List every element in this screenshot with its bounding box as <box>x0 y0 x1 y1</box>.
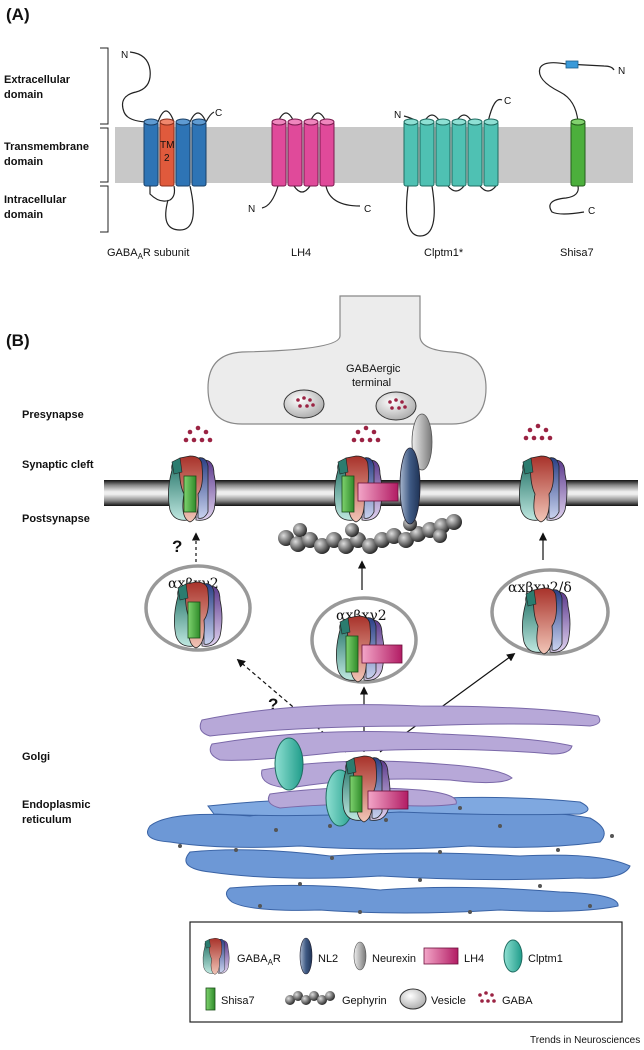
neurexin <box>411 413 433 471</box>
transport-vesicle-left: αxβxγ2 <box>144 564 252 652</box>
synaptic-vesicle-left <box>283 389 325 419</box>
gabaar-n-terminus: N <box>121 50 128 61</box>
gabaar-c-terminus: C <box>215 108 222 119</box>
tm2-number: 2 <box>164 153 170 164</box>
synaptic-receptor-right <box>519 455 568 523</box>
panel-b-label: (B) <box>6 331 30 350</box>
er-label: Endoplasmic reticulum <box>22 799 90 826</box>
intracellular-domain-label: Intracellular domain <box>4 194 67 221</box>
legend-gaba-label: GABA <box>502 995 533 1007</box>
svg-text:domain: domain <box>4 209 43 221</box>
legend-gabaar-label: GABAAR <box>237 953 281 967</box>
clptm1-topology: N C <box>394 96 511 237</box>
legend-gaba-icon <box>478 991 496 1003</box>
journal-credit: Trends in Neurosciences <box>530 1035 640 1046</box>
svg-text:Intracellular: Intracellular <box>4 194 67 206</box>
transmembrane-bracket <box>100 127 109 183</box>
shisa7-label: Shisa7 <box>560 247 594 259</box>
svg-text:Extracellular: Extracellular <box>4 74 71 86</box>
nl2 <box>399 447 421 525</box>
legend-lh4-label: LH4 <box>464 953 484 965</box>
legend-gephyrin-label: Gephyrin <box>342 995 387 1007</box>
lh4-c-terminus: C <box>364 204 371 215</box>
shisa7-topology: N C <box>538 60 625 217</box>
clptm1-label: Clptm1* <box>424 247 464 259</box>
legend-shisa7-label: Shisa7 <box>221 995 255 1007</box>
gaba-cluster-left <box>183 425 213 443</box>
shisa7-c-terminus: C <box>588 206 595 217</box>
gaba-cluster-right <box>523 423 553 441</box>
legend-neurexin-icon <box>353 941 367 971</box>
transport-vesicle-right: αxβxγ2/δ <box>490 568 610 656</box>
clptm1-c-terminus: C <box>504 96 511 107</box>
clptm1-golgi <box>274 737 304 791</box>
question-mark-upper: ? <box>172 537 182 556</box>
legend-clptm1-label: Clptm1 <box>528 953 563 965</box>
svg-text:reticulum: reticulum <box>22 814 72 826</box>
lh4-label: LH4 <box>291 247 311 259</box>
svg-text:terminal: terminal <box>352 377 391 389</box>
legend-vesicle-icon <box>399 988 427 1010</box>
gephyrin-scaffold <box>278 514 462 554</box>
synaptic-vesicle-right <box>375 391 417 421</box>
legend-gabaar-icon <box>202 937 230 975</box>
gabaar-subunit-label: GABAAR subunit <box>107 247 189 261</box>
gabaergic-terminal <box>207 295 487 425</box>
synaptic-receptor-left <box>167 455 217 523</box>
shisa7-domain-marker <box>565 60 579 69</box>
svg-text:GABAergic: GABAergic <box>346 363 401 375</box>
endoplasmic-reticulum <box>147 796 631 914</box>
tm2-label: TM <box>160 140 174 151</box>
postsynapse-label: Postsynapse <box>22 513 90 525</box>
legend-clptm1-icon <box>503 939 523 973</box>
transport-vesicle-center: αxβxγ2 <box>310 596 418 684</box>
legend-vesicle-label: Vesicle <box>431 995 466 1007</box>
svg-text:Transmembrane: Transmembrane <box>4 141 89 153</box>
extracellular-domain-label: Extracellular domain <box>4 74 71 101</box>
gabaar-subunit-topology: TM 2 N C <box>121 50 222 231</box>
legend-shisa7-icon <box>205 987 216 1011</box>
legend-neurexin-label: Neurexin <box>372 953 416 965</box>
presynapse-label: Presynapse <box>22 409 84 421</box>
golgi-label: Golgi <box>22 751 50 763</box>
terminal-label: GABAergic terminal <box>346 363 401 389</box>
legend-gephyrin-icon <box>285 991 335 1005</box>
svg-text:domain: domain <box>4 89 43 101</box>
panel-a-label: (A) <box>6 5 30 24</box>
svg-text:domain: domain <box>4 156 43 168</box>
question-mark-lower: ? <box>268 695 278 714</box>
lh4-topology: N C <box>248 112 371 215</box>
intracellular-bracket <box>100 185 109 233</box>
lh4-n-terminus: N <box>248 204 255 215</box>
gaba-cluster-center <box>351 425 381 443</box>
transmembrane-domain-label: Transmembrane domain <box>4 141 89 168</box>
legend-nl2-icon <box>299 937 313 975</box>
clptm1-n-terminus: N <box>394 110 401 121</box>
synaptic-cleft-label: Synaptic cleft <box>22 459 94 471</box>
legend-nl2-label: NL2 <box>318 953 338 965</box>
shisa7-n-terminus: N <box>618 66 625 77</box>
legend-lh4-icon <box>423 947 459 965</box>
extracellular-bracket <box>100 47 109 125</box>
svg-text:Endoplasmic: Endoplasmic <box>22 799 90 811</box>
synaptic-receptor-center <box>333 455 399 523</box>
